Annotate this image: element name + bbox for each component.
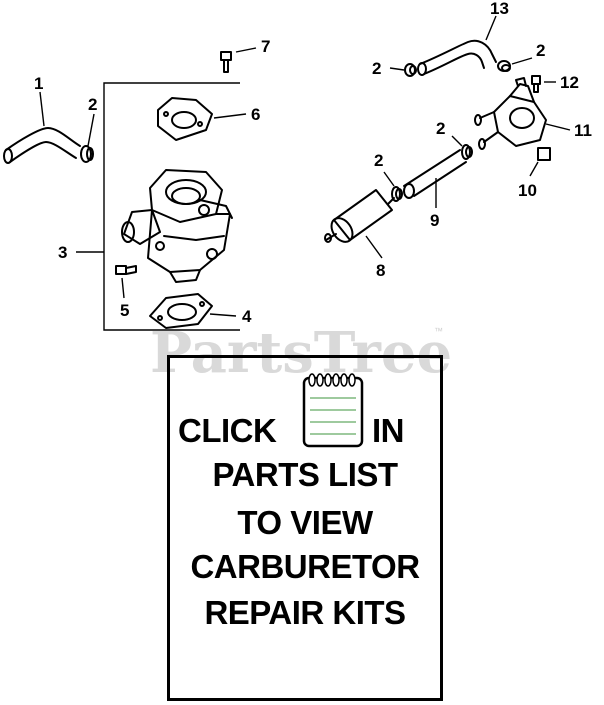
- gasket-top[interactable]: [157, 97, 247, 141]
- notepad-icon: [302, 373, 364, 448]
- callout-4: 4: [242, 307, 252, 326]
- hose-clamp-middle[interactable]: [451, 135, 473, 160]
- notice-click-text: CLICK: [178, 412, 277, 449]
- hose-elbow-left[interactable]: [3, 91, 81, 164]
- carburetor-assembly-bracket: [76, 82, 240, 331]
- callout-5: 5: [120, 301, 129, 320]
- screw-bottom[interactable]: [115, 265, 137, 299]
- screw-top[interactable]: [220, 47, 257, 73]
- callout-6: 6: [251, 105, 260, 124]
- notice-line-carburetor: CARBURETOR: [190, 548, 420, 585]
- callout-12: 12: [560, 73, 579, 92]
- callout-13: 13: [490, 0, 509, 18]
- notice-line-parts-list: PARTS LIST: [212, 456, 398, 493]
- watermark-trademark: ™: [434, 326, 443, 336]
- callout-1: 1: [34, 74, 43, 93]
- notice-in-text: IN: [372, 412, 405, 449]
- callout-2-top-left: 2: [372, 59, 381, 78]
- hose-clamp-top-left[interactable]: [389, 63, 417, 77]
- callout-8: 8: [376, 261, 385, 280]
- callout-7: 7: [261, 37, 270, 56]
- callout-2-top-right: 2: [536, 41, 545, 60]
- fuel-filter[interactable]: [324, 189, 395, 259]
- notice-line-repair-kits: REPAIR KITS: [204, 594, 406, 631]
- repair-kit-notice[interactable]: CLICK IN PARTS LIST TO VIEW CARBURETOR R…: [167, 355, 443, 701]
- callout-2-left: 2: [88, 95, 97, 114]
- hose-clamp-top-right[interactable]: [497, 57, 533, 72]
- carburetor[interactable]: [121, 169, 233, 283]
- watermark: PartsTree: [150, 320, 452, 386]
- callout-labels: 1 2 3 4 5 6 7 8 9 10 11 12 13 2 2 2 2: [34, 0, 592, 326]
- screw-pump[interactable]: [531, 75, 556, 93]
- hose-clamp-filter[interactable]: [383, 171, 403, 202]
- gasket-bottom[interactable]: [149, 293, 237, 329]
- hose-clamp-left[interactable]: [80, 113, 95, 163]
- callout-10: 10: [518, 181, 537, 200]
- callout-2-filter: 2: [374, 151, 383, 170]
- callout-11: 11: [574, 121, 592, 140]
- callout-3: 3: [58, 243, 67, 262]
- callout-2-middle: 2: [436, 119, 445, 138]
- fuel-hose[interactable]: [403, 149, 467, 208]
- fuel-pump[interactable]: [474, 77, 571, 150]
- hose-elbow-right[interactable]: [417, 15, 497, 76]
- pump-clip[interactable]: [529, 147, 551, 177]
- callout-9: 9: [430, 211, 439, 230]
- notice-line-to-view: TO VIEW: [237, 504, 373, 541]
